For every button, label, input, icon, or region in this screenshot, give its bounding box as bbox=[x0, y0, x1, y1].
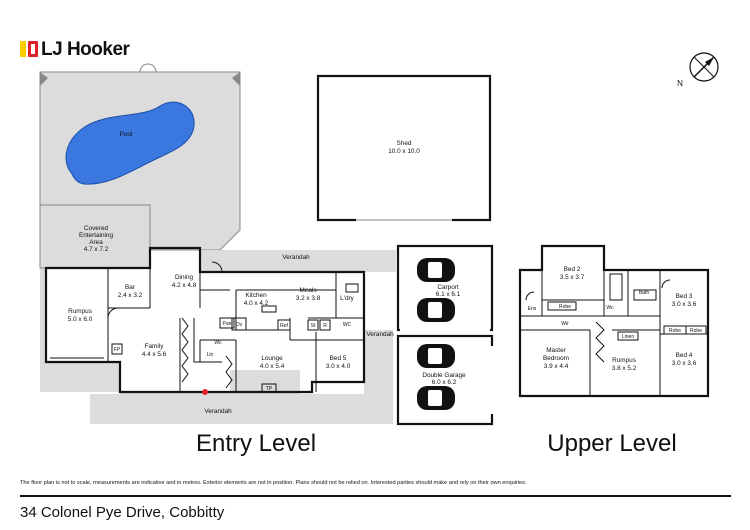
oven-label: Ov bbox=[236, 322, 243, 328]
meals-label: Meals bbox=[299, 287, 316, 294]
upper-level-walls bbox=[518, 244, 710, 398]
robe-bed4-label: Robe bbox=[690, 328, 702, 334]
verandah-top-label: Verandah bbox=[282, 254, 310, 261]
bed2-size: 3.5 x 3.7 bbox=[560, 274, 585, 281]
robe-bed2-label: Robe bbox=[559, 304, 571, 310]
compass-icon bbox=[689, 52, 719, 82]
meals-size: 3.2 x 3.8 bbox=[296, 295, 321, 302]
dining-label: Dining bbox=[175, 274, 194, 281]
r-label: R bbox=[323, 323, 327, 329]
wc-upper-label: Wc bbox=[606, 305, 614, 311]
carport-size: 6.1 x 6.1 bbox=[436, 291, 461, 298]
compass-north-label: N bbox=[677, 79, 683, 88]
bath-label: Bath bbox=[639, 290, 650, 296]
verandah-right-label: Verandah bbox=[366, 331, 394, 338]
bed3-label: Bed 3 bbox=[676, 293, 693, 300]
divider bbox=[20, 495, 731, 497]
covered-label-3: Area bbox=[89, 239, 103, 246]
bed4-label: Bed 4 bbox=[676, 352, 693, 359]
master-label-1: Master bbox=[546, 347, 566, 354]
property-address: 34 Colonel Pye Drive, Cobbitty bbox=[20, 504, 225, 521]
store-label: St bbox=[311, 323, 316, 329]
family-size: 4.4 x 5.6 bbox=[142, 351, 167, 358]
rumpus-entry-size: 5.0 x 6.0 bbox=[68, 316, 93, 323]
entry-exterior bbox=[40, 250, 396, 424]
bed2-label: Bed 2 bbox=[564, 266, 581, 273]
bar-label: Bar bbox=[125, 284, 136, 291]
bed4-size: 3.0 x 3.6 bbox=[672, 360, 697, 367]
double-garage-label: Double Garage bbox=[422, 372, 466, 379]
bed5-label: Bed 5 bbox=[330, 355, 347, 362]
entry-level-walls bbox=[44, 246, 366, 395]
kitchen-label: Kitchen bbox=[245, 292, 267, 299]
car-icons bbox=[417, 258, 455, 410]
double-garage-size: 6.0 x 6.2 bbox=[432, 379, 457, 386]
carport-label: Carport bbox=[437, 284, 459, 291]
rumpus-upper-size: 3.8 x 5.2 bbox=[612, 365, 637, 372]
kitchen-size: 4.0 x 4.2 bbox=[244, 300, 269, 307]
lounge-size: 4.0 x 5.4 bbox=[260, 363, 285, 370]
covered-size: 4.7 x 7.2 bbox=[84, 246, 109, 253]
bed3-size: 3.0 x 3.6 bbox=[672, 301, 697, 308]
rumpus-entry-label: Rumpus bbox=[68, 308, 92, 315]
entry-level-title: Entry Level bbox=[196, 430, 316, 457]
shed-size: 10.0 x 10.0 bbox=[388, 148, 420, 155]
shed-label: Shed bbox=[397, 140, 412, 147]
dining-size: 4.2 x 4.8 bbox=[172, 282, 197, 289]
upper-level-title: Upper Level bbox=[547, 430, 676, 457]
bed5-size: 3.0 x 4.0 bbox=[326, 363, 351, 370]
bar-size: 2.4 x 3.2 bbox=[118, 292, 143, 299]
covered-label-2: Entertaining bbox=[79, 232, 114, 239]
linen-entry-label: Lin bbox=[207, 352, 214, 358]
brand-name: LJ Hooker bbox=[41, 39, 130, 60]
disclaimer: The floor plan is not to scale, measurem… bbox=[20, 480, 527, 486]
ldry-label: L'dry bbox=[340, 295, 354, 302]
fireplace-label: FP bbox=[114, 347, 121, 353]
fridge-label: Ref bbox=[280, 323, 288, 329]
lounge-label: Lounge bbox=[261, 355, 283, 362]
wc-entry-label: WC bbox=[343, 322, 352, 328]
lj-hooker-logo bbox=[20, 41, 38, 57]
family-label: Family bbox=[145, 343, 165, 350]
pantry-label: Pan bbox=[223, 321, 232, 327]
wir-label: Wir bbox=[561, 321, 569, 327]
tp-label: TP bbox=[266, 386, 273, 392]
master-label-2: Bedroom bbox=[543, 355, 569, 362]
rumpus-upper-label: Rumpus bbox=[612, 357, 636, 364]
pool bbox=[65, 101, 195, 185]
master-size: 3.9 x 4.4 bbox=[544, 363, 569, 370]
ensuite-label: Ens bbox=[528, 306, 537, 312]
pool-label: Pool bbox=[120, 131, 133, 138]
covered-label-1: Covered bbox=[84, 225, 109, 232]
wc-small-label: Wc bbox=[214, 340, 222, 346]
verandah-bottom-label: Verandah bbox=[204, 408, 232, 415]
linen-upper-label: Linen bbox=[622, 334, 634, 340]
robe-bed3-label: Robe bbox=[669, 328, 681, 334]
